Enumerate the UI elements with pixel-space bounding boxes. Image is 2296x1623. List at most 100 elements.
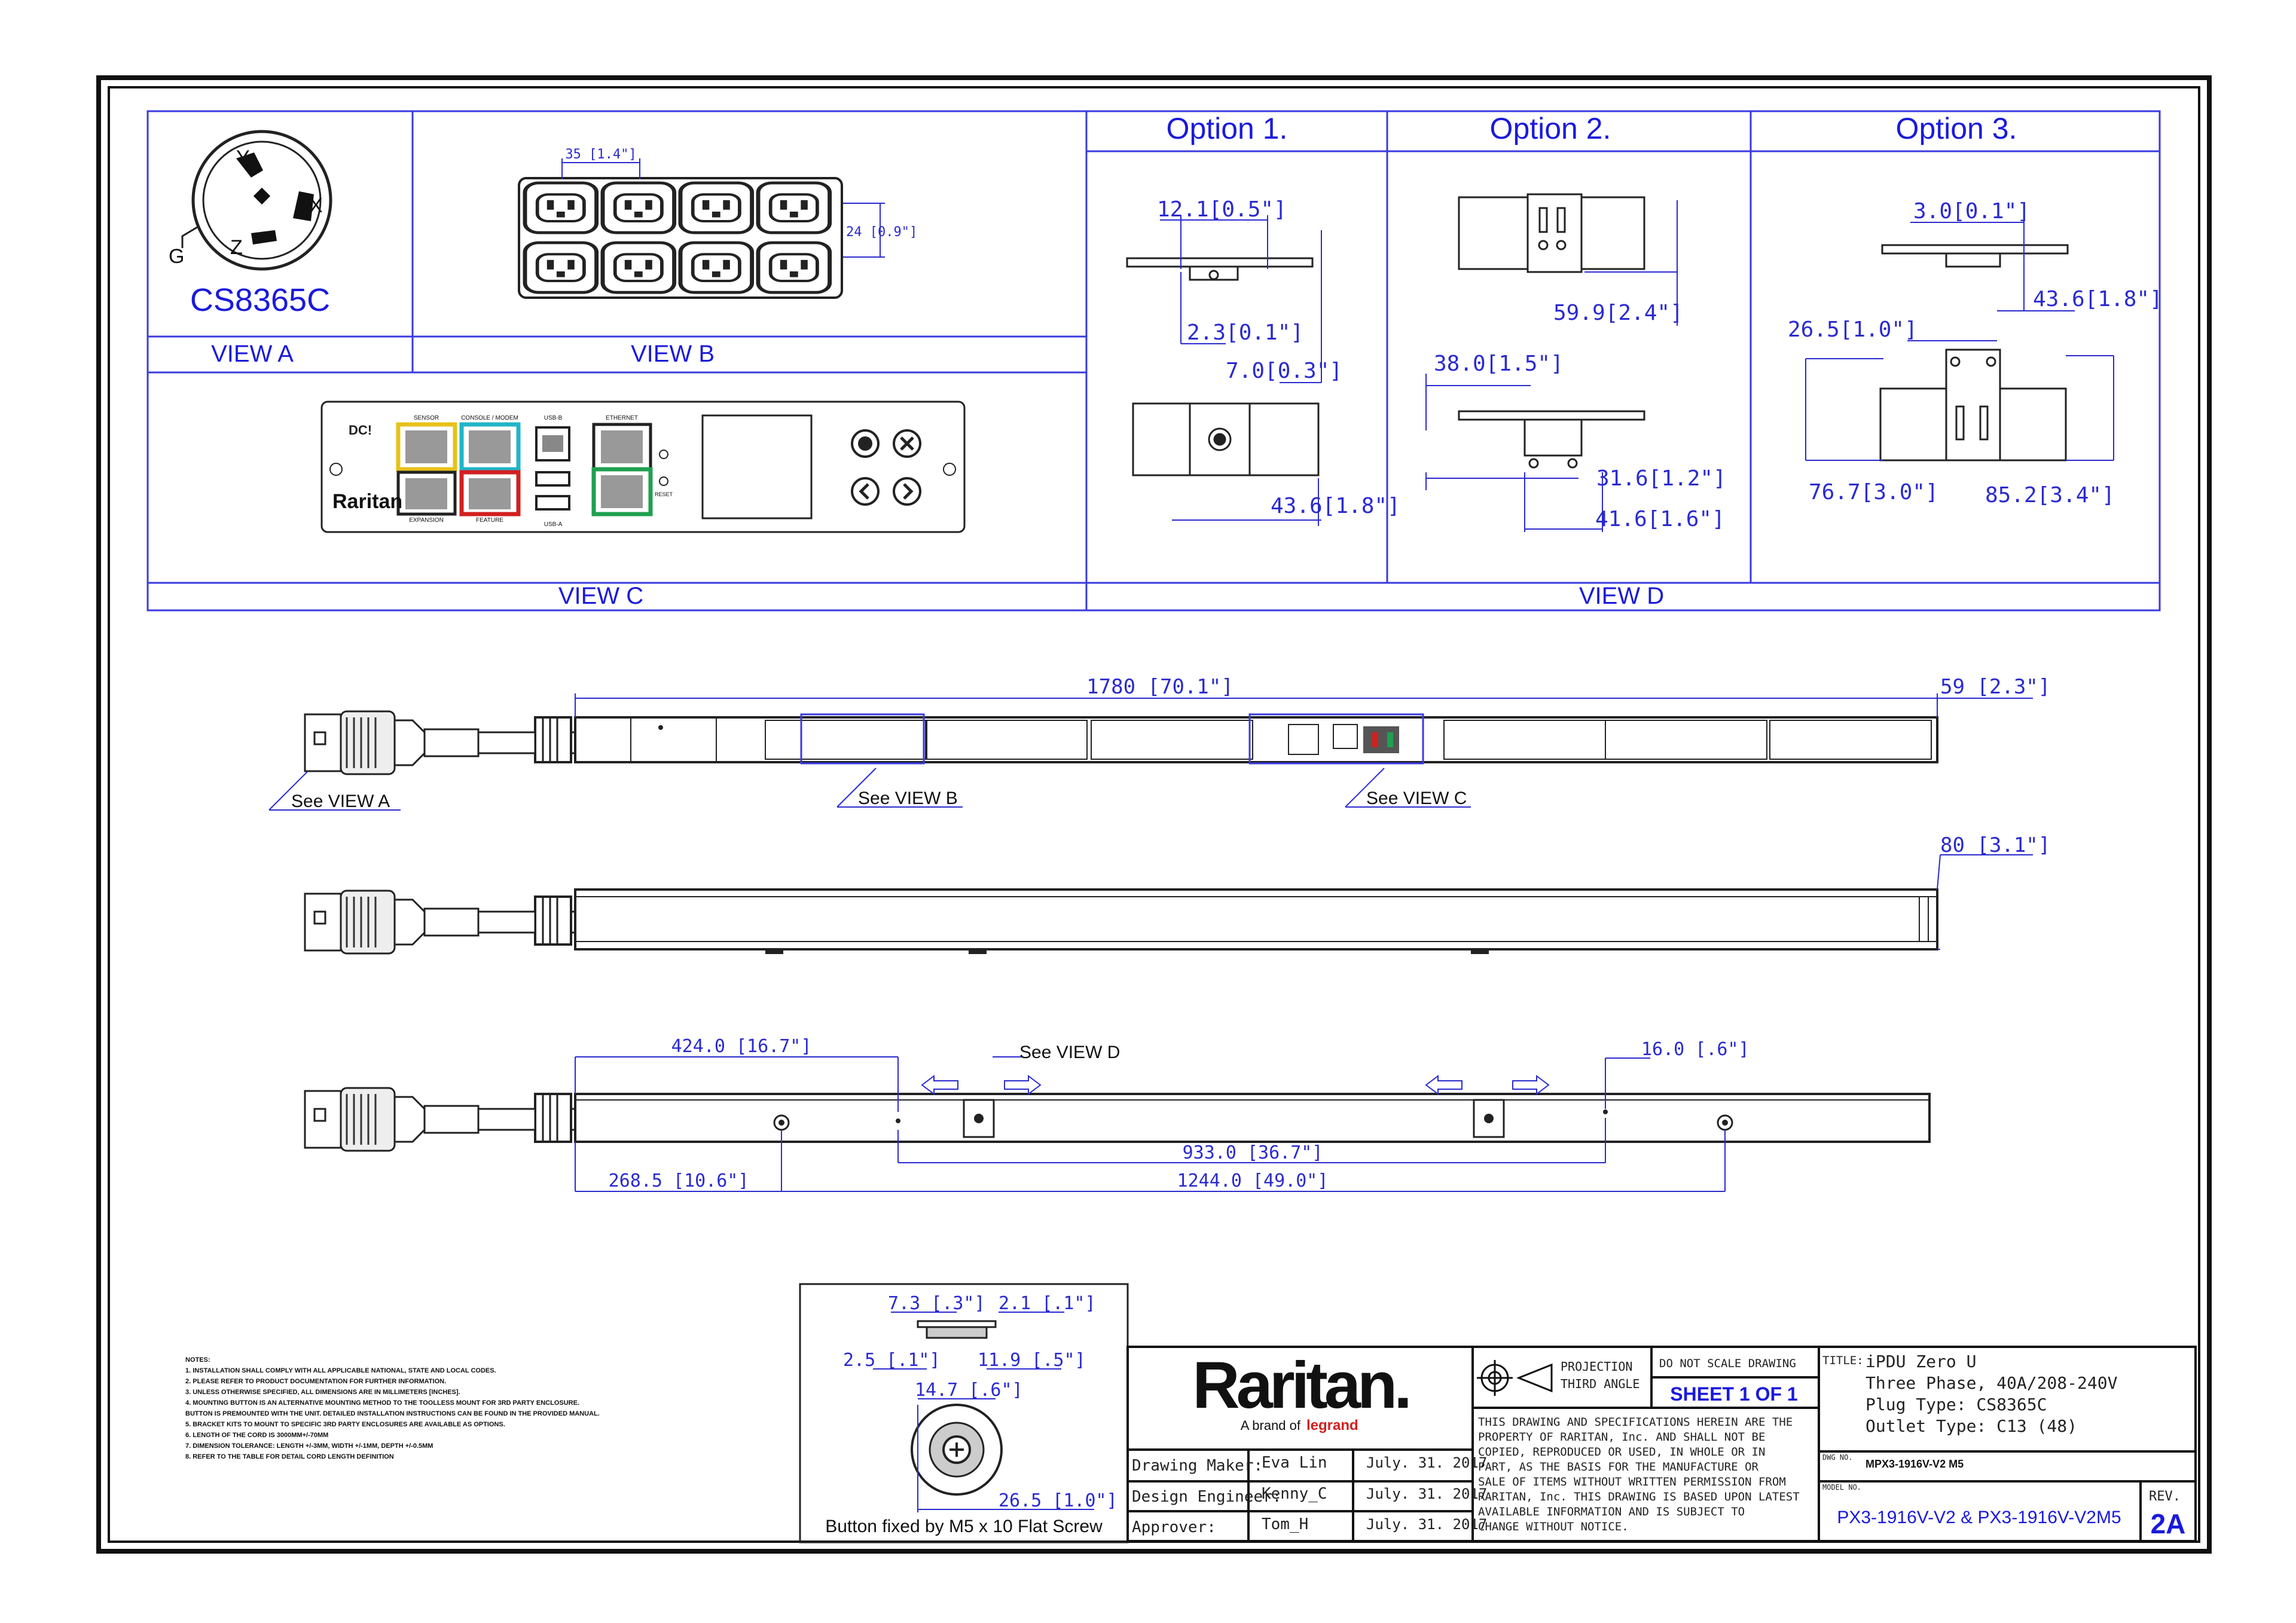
note-line: 6. LENGTH OF THE CORD IS 3000MM+/-70MM xyxy=(185,1432,328,1439)
panel-brand-logo: Raritan xyxy=(332,490,402,513)
opt2-dim-38-0: 38.0[1.5"] xyxy=(1434,352,1564,376)
approver-label: Approver: xyxy=(1132,1518,1216,1536)
model-number: PX3-1916V-V2 & PX3-1916V-V2M5 xyxy=(1837,1508,2121,1527)
opt1-dim-2-3: 2.3[0.1"] xyxy=(1187,320,1303,345)
mounting-button-drawing xyxy=(911,1320,1003,1496)
disclaimer-line: COPIED, REPRODUCED OR USED, IN WHOLE OR … xyxy=(1478,1445,1765,1459)
note-line: 5. BRACKET KITS TO MOUNT TO SPECIFIC 3RD… xyxy=(185,1421,505,1428)
opt1-dim-43-6: 43.6[1.8"] xyxy=(1271,494,1400,518)
outlet-height-dim: 24 [0.9"] xyxy=(846,225,917,240)
disclaimer-line: RARITAN, Inc. THIS DRAWING IS BASED UPON… xyxy=(1478,1490,1800,1503)
model-no-label: MODEL NO. xyxy=(1822,1483,1861,1491)
reset-label: RESET xyxy=(655,491,673,497)
title-line-2: Three Phase, 40A/208-240V xyxy=(1866,1373,2118,1393)
view-a-label: VIEW A xyxy=(211,341,294,367)
title-line-1: iPDU Zero U xyxy=(1866,1352,1976,1371)
option-1-title: Option 1. xyxy=(1167,112,1288,145)
note-line: 8. REFER TO THE TABLE FOR DETAIL CORD LE… xyxy=(185,1453,394,1460)
see-view-c-callout: See VIEW C xyxy=(1366,788,1467,808)
pdu-side-view xyxy=(304,888,1938,955)
port-console-label: CONSOLE / MODEM xyxy=(461,415,518,421)
outer-border xyxy=(96,75,2212,1554)
pdu-front-view xyxy=(304,710,1938,775)
plug-face-diagram xyxy=(181,130,332,271)
button-caption: Button fixed by M5 x 10 Flat Screw xyxy=(825,1517,1103,1536)
plug-model: CS8365C xyxy=(190,282,330,318)
port-usb-b-label: USB-B xyxy=(544,415,563,421)
opt1-dim-12-1: 12.1[0.5"] xyxy=(1157,197,1287,222)
dim-424: 424.0 [16.7"] xyxy=(671,1036,812,1057)
inner-border xyxy=(108,86,2200,1543)
disclaimer-block: THIS DRAWING AND SPECIFICATIONS HEREIN A… xyxy=(1478,1416,1800,1533)
outlet-pitch-dim: 35 [1.4"] xyxy=(565,147,636,162)
port-feature-label: FEATURE xyxy=(476,517,503,524)
sheet-number: SHEET 1 OF 1 xyxy=(1670,1383,1797,1405)
btn-dim-2-5: 2.5 [.1"] xyxy=(843,1350,941,1371)
port-sensor-label: SENSOR xyxy=(414,415,439,421)
maker-name: Eva Lin xyxy=(1262,1454,1327,1472)
opt2-dim-31-6: 31.6[1.2"] xyxy=(1596,466,1726,491)
port-usb-a-label: USB-A xyxy=(544,521,563,528)
option-2-title: Option 2. xyxy=(1490,112,1611,145)
engineer-date: July. 31. 2017 xyxy=(1366,1486,1487,1502)
engineer-name: Kenny_C xyxy=(1262,1485,1327,1503)
see-view-d-callout: See VIEW D xyxy=(1019,1043,1120,1062)
option-3-title: Option 3. xyxy=(1896,112,2017,145)
maker-label: Drawing Maker: xyxy=(1132,1457,1263,1475)
option-3-drawing xyxy=(1879,244,2069,461)
notes-block: NOTES: 1. INSTALLATION SHALL COMPLY WITH… xyxy=(185,1356,600,1460)
pdu-width-dim: 59 [2.3"] xyxy=(1940,675,2050,699)
pdu-length-dim: 1780 [70.1"] xyxy=(1086,675,1234,699)
disclaimer-line: PART, AS THE BASIS FOR THE MANUFACTURE O… xyxy=(1478,1460,1759,1474)
option-1-drawing xyxy=(1126,257,1320,476)
pin-z-label: Z xyxy=(230,236,243,259)
projection-symbol-icon xyxy=(1477,1360,1553,1396)
note-line: 4. MOUNTING BUTTON IS AN ALTERNATIVE MOU… xyxy=(185,1399,579,1407)
btn-dim-11-9: 11.9 [.5"] xyxy=(978,1350,1086,1371)
note-line: 2. PLEASE REFER TO PRODUCT DOCUMENTATION… xyxy=(185,1378,446,1385)
see-view-a-callout: See VIEW A xyxy=(291,791,390,811)
raritan-logo: Raritan. xyxy=(1192,1349,1409,1422)
approver-name: Tom_H xyxy=(1262,1515,1308,1533)
disclaimer-line: SALE OF ITEMS WITHOUT WRITTEN PERMISSION… xyxy=(1478,1475,1786,1488)
opt3-dim-3-0: 3.0[0.1"] xyxy=(1913,199,2030,224)
no-scale-note: DO NOT SCALE DRAWING xyxy=(1659,1357,1796,1370)
option-2-drawing xyxy=(1458,193,1645,469)
note-line: BUTTON IS PREMOUNTED WITH THE UNIT. DETA… xyxy=(185,1410,600,1417)
disclaimer-line: CHANGE WITHOUT NOTICE. xyxy=(1478,1520,1629,1533)
opt2-dim-59-9: 59.9[2.4"] xyxy=(1553,301,1683,325)
view-c-label: VIEW C xyxy=(558,583,643,609)
projection-line-2: THIRD ANGLE xyxy=(1561,1377,1639,1391)
dim-16: 16.0 [.6"] xyxy=(1641,1039,1750,1060)
btn-dim-26-5: 26.5 [1.0"] xyxy=(999,1490,1118,1511)
opt3-dim-26-5: 26.5[1.0"] xyxy=(1788,317,1918,342)
view-d-label: VIEW D xyxy=(1579,583,1664,609)
see-view-b-callout: See VIEW B xyxy=(858,788,958,808)
port-expansion-label: EXPANSION xyxy=(409,517,444,524)
btn-dim-2-1: 2.1 [.1"] xyxy=(999,1293,1096,1314)
view-grid xyxy=(146,110,2161,612)
btn-dim-14-7: 14.7 [.6"] xyxy=(915,1380,1023,1401)
disclaimer-line: PROPERTY OF RARITAN, Inc. AND SHALL NOT … xyxy=(1478,1431,1765,1444)
dim-268: 268.5 [10.6"] xyxy=(609,1170,749,1191)
dim-933: 933.0 [36.7"] xyxy=(1183,1142,1323,1163)
opt3-dim-85-2: 85.2[3.4"] xyxy=(1985,483,2115,508)
controller-panel: DC! xyxy=(320,401,966,533)
dim-1244: 1244.0 [49.0"] xyxy=(1177,1170,1329,1191)
note-line: 7. DIMENSION TOLERANCE: LENGTH +/-3MM, W… xyxy=(185,1442,433,1450)
engineer-label: Design Engineer: xyxy=(1132,1488,1281,1506)
approver-date: July. 31. 2017 xyxy=(1366,1516,1487,1533)
note-line: 1. INSTALLATION SHALL COMPLY WITH ALL AP… xyxy=(185,1367,496,1374)
title-block xyxy=(1126,1346,2197,1542)
dwg-number: MPX3-1916V-V2 M5 xyxy=(1866,1458,1964,1470)
pin-y-label: Y xyxy=(236,146,250,169)
pin-x-label: X xyxy=(309,194,323,217)
opt2-dim-41-6: 41.6[1.6"] xyxy=(1595,507,1725,531)
opt1-dim-7-0: 7.0[0.3"] xyxy=(1226,359,1342,383)
projection-line-1: PROJECTION xyxy=(1561,1359,1632,1374)
rev-label: REV. xyxy=(2149,1489,2181,1504)
disclaimer-line: THIS DRAWING AND SPECIFICATIONS HEREIN A… xyxy=(1478,1416,1793,1429)
legrand-logo: legrand xyxy=(1306,1417,1358,1434)
opt3-dim-76-7: 76.7[3.0"] xyxy=(1809,480,1938,505)
